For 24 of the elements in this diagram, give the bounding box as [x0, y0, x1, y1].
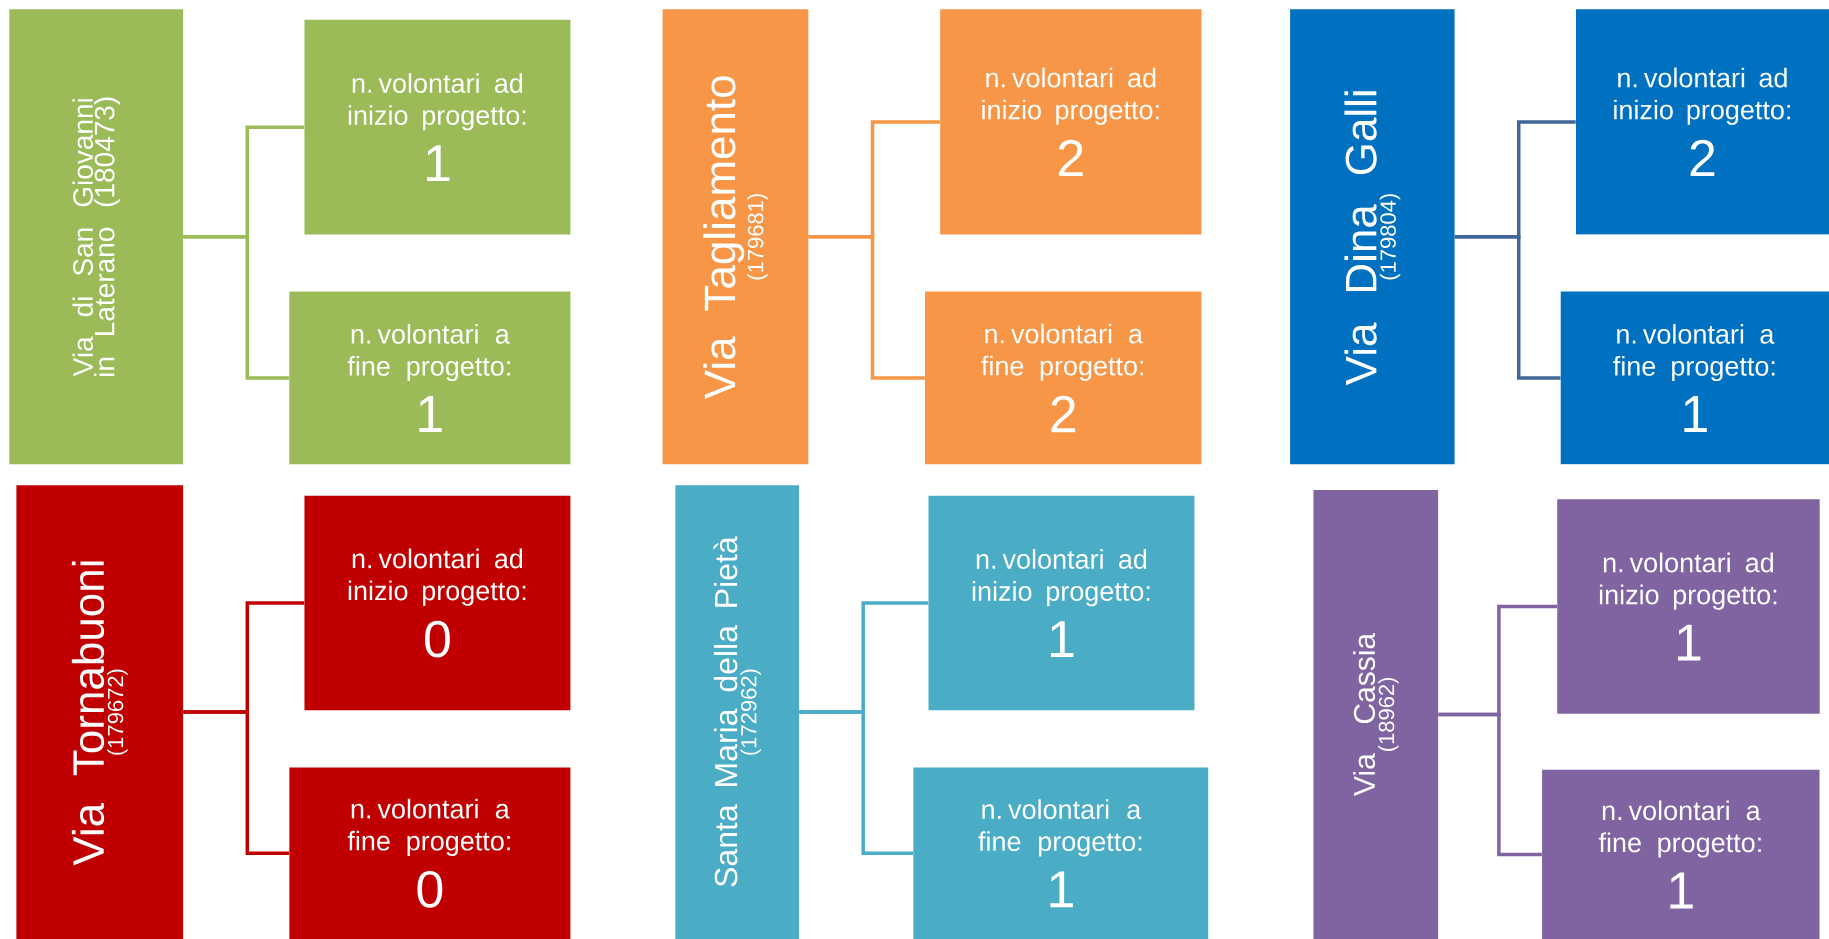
site-box: Via Tornabuoni (179672) [16, 485, 184, 939]
count-box: n. volontari a fine progetto: 1 [1542, 769, 1820, 939]
bracket-connector [1438, 712, 1542, 857]
count-box: n. volontari ad inizio progetto: 1 [1557, 499, 1820, 714]
bracket-connector [183, 710, 290, 855]
site-box: Via Tagliamento (179681) [662, 9, 809, 465]
count-box: n. volontari a fine progetto: 1 [1560, 291, 1829, 465]
count-box: n. volontari ad inizio progetto: 2 [1575, 9, 1829, 235]
bracket-connector [183, 235, 290, 380]
bracket-connector [1454, 235, 1561, 380]
count-box: n. volontari a fine progetto: 1 [913, 767, 1209, 939]
count-box: n. volontari ad inizio progetto: 0 [304, 495, 571, 711]
count-box: n. volontari ad inizio progetto: 1 [304, 19, 571, 235]
site-box: Via Dina Galli (179804) [1290, 9, 1455, 465]
site-box: Via di San Giovanni in Laterano (180473) [9, 9, 184, 465]
count-box: n. volontari a fine progetto: 0 [289, 767, 571, 939]
count-box: n. volontari ad inizio progetto: 2 [940, 9, 1202, 235]
site-box: Via Cassia (18962) [1313, 489, 1439, 939]
bracket-connector [808, 235, 925, 380]
count-box: n. volontari a fine progetto: 2 [925, 291, 1202, 465]
count-box: n. volontari a fine progetto: 1 [289, 291, 571, 465]
bracket-connector [799, 710, 914, 855]
site-box: Santa Maria della Pietà (172962) [675, 485, 800, 939]
count-box: n. volontari ad inizio progetto: 1 [928, 495, 1195, 711]
